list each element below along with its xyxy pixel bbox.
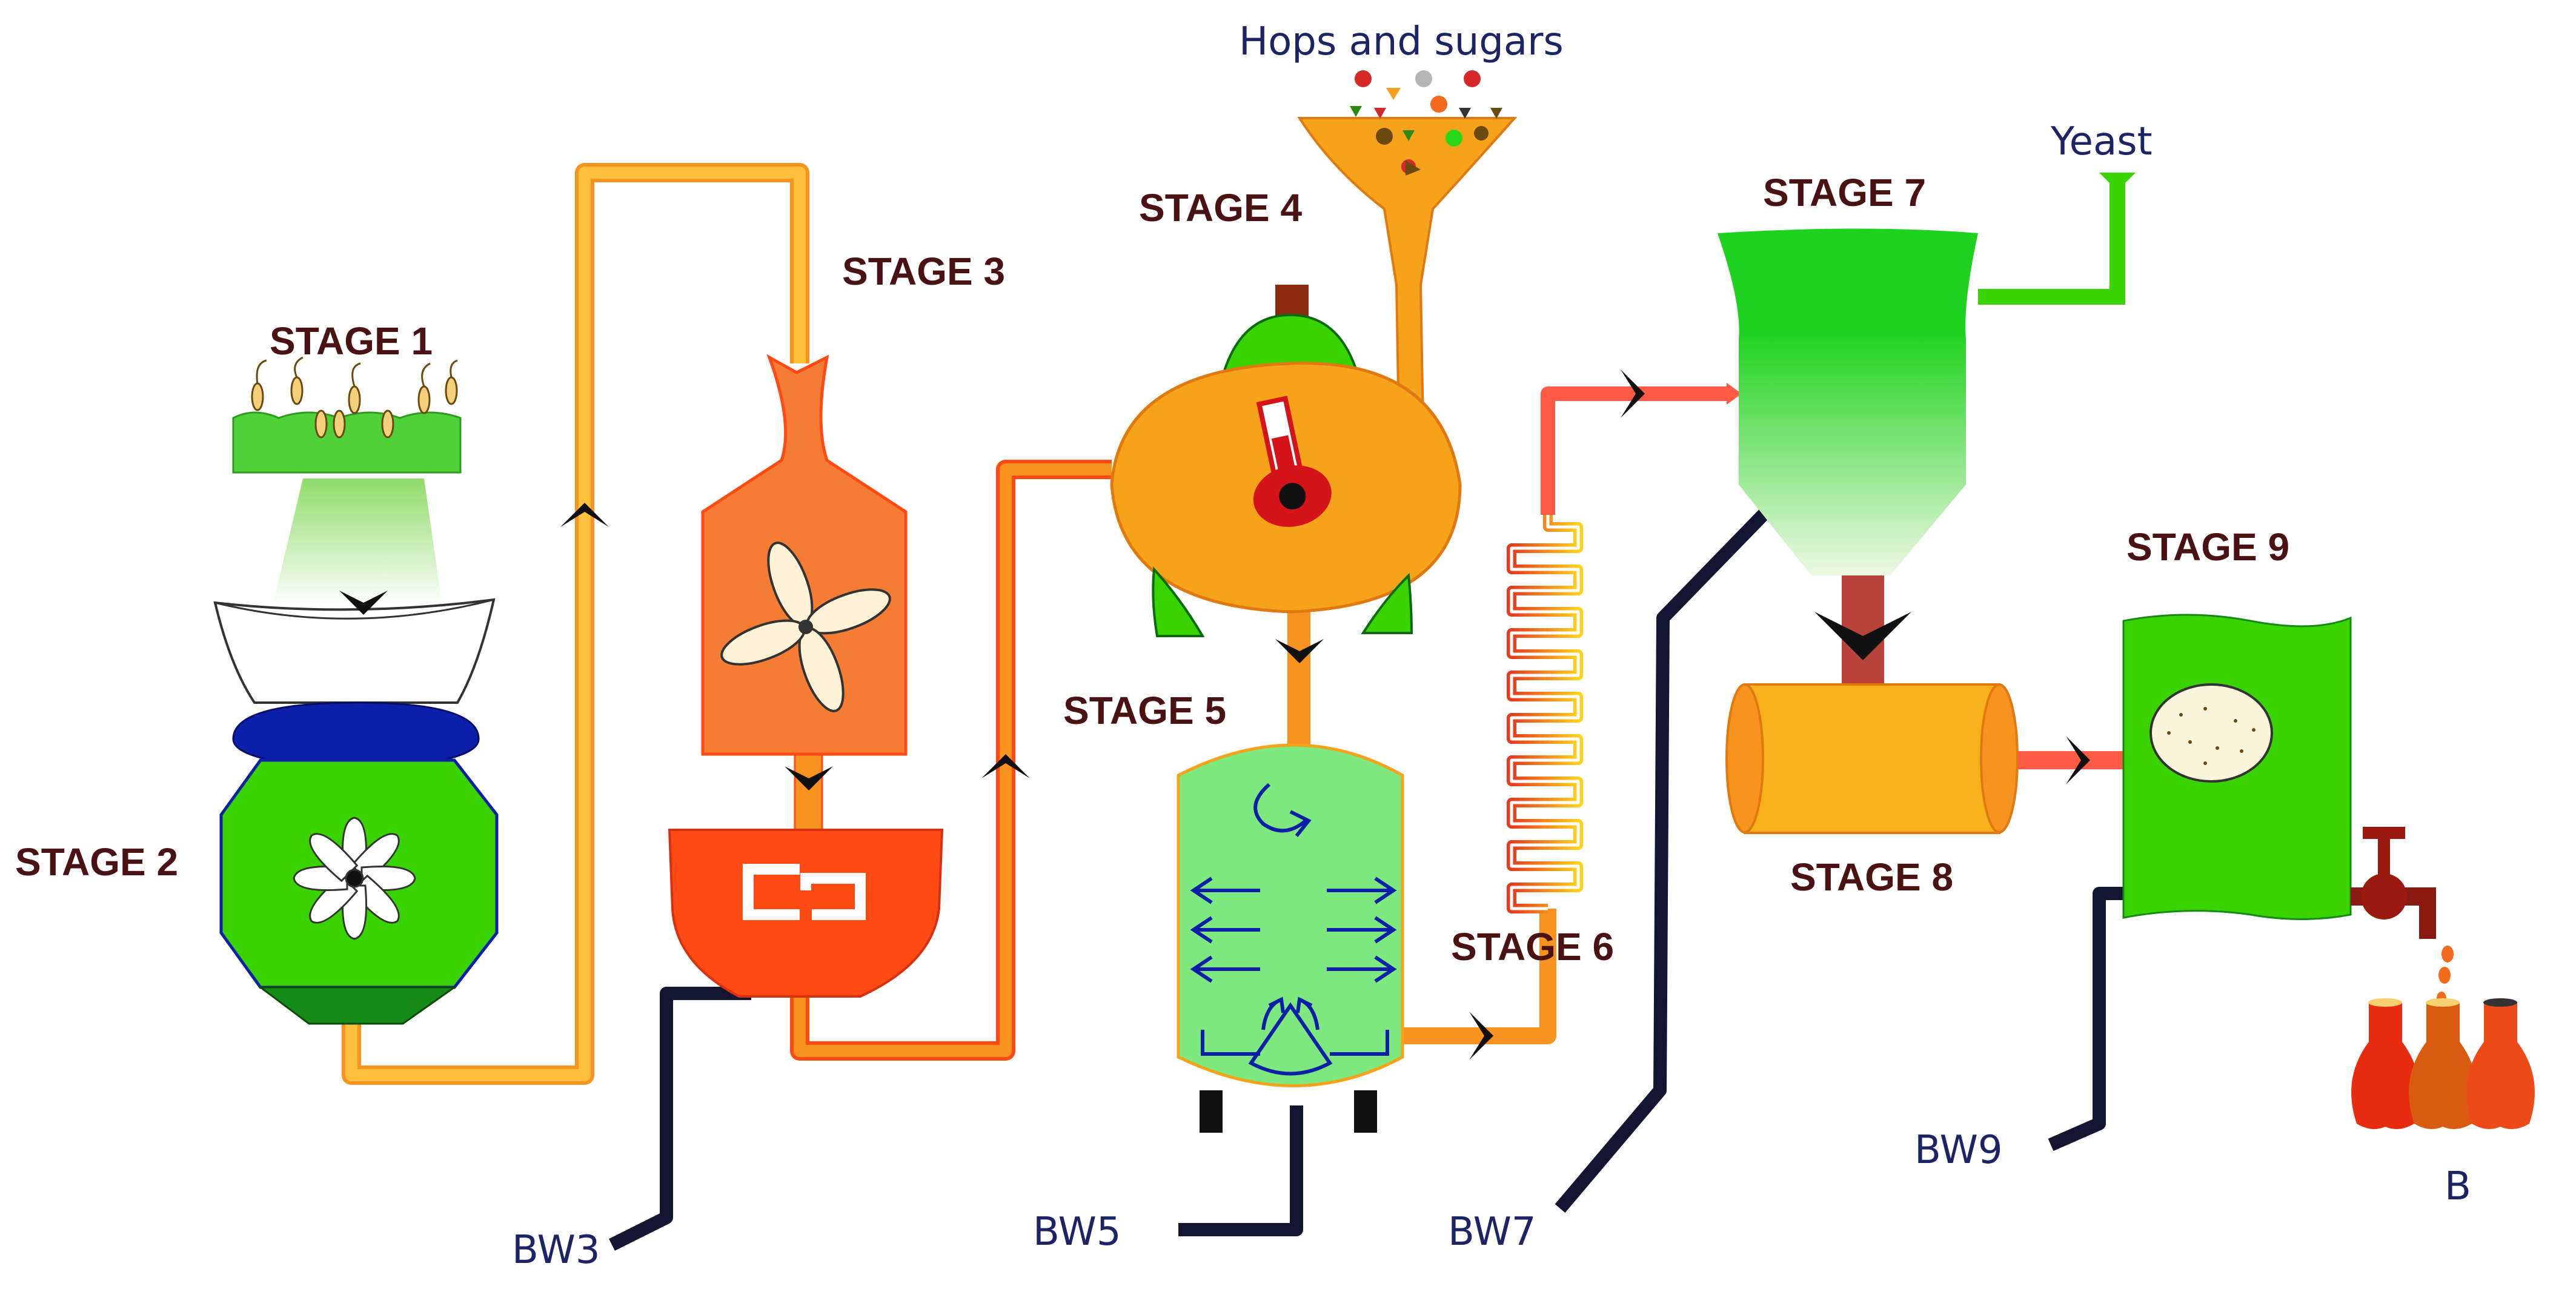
bottle-3 [2466,1002,2535,1129]
arrow-stage1-down [339,591,388,615]
bottle-2 [2409,1002,2477,1129]
stage5-flow-arrows [1190,783,1397,1076]
stage5-vessel [1177,743,1404,1087]
stage2-rotor-icon [293,817,416,940]
bottle-1 [2351,1002,2420,1129]
stage5-leg-right [1354,1090,1377,1133]
stage6-cooler-coil [1507,515,1583,913]
stage5-label: STAGE 5 [1063,689,1226,732]
pipe-stage3-down [794,750,823,837]
arrow-stage3-down [785,766,833,790]
stage2-hopper [213,598,496,704]
arrow-stage8-right [2066,736,2090,784]
drain-pipes [609,507,2133,1251]
stage4-foot-left [1152,566,1205,637]
drain-bw9 [2048,887,2133,1151]
stage8-label: STAGE 8 [1790,855,1953,899]
stage7-fermenter [1718,173,2136,691]
stage6-label: STAGE 6 [1451,925,1614,969]
stage9-filter-disc [2149,683,2273,783]
stage5-leg-left [1200,1090,1223,1133]
stage7-yeast-funnel [2099,173,2136,206]
stage-labels: STAGE 1 STAGE 2 STAGE 3 STAGE 4 STAGE 5 … [15,171,2289,969]
arrow-pipe-up-1 [560,503,609,527]
bw5-label: BW5 [1033,1210,1121,1254]
arrow-pipe-up-2 [981,754,1030,778]
stage9-label: STAGE 9 [2126,525,2289,569]
beer-bottles [2351,998,2535,1129]
drain-bw7 [1555,507,1771,1213]
stage9-filter [2122,614,2535,1129]
stage3-centrifuge-glyph [743,864,866,920]
stage8-maturation [1725,683,2019,834]
stage1-grass-bed [232,411,462,474]
pipe-stage5-to-stage6 [1403,909,1556,1044]
stage1-label: STAGE 1 [270,319,433,363]
bw3-label: BW3 [512,1228,600,1273]
stage4-dome [1222,313,1359,374]
yeast-label: Yeast [2050,119,2153,164]
tap-icon [2351,827,2436,939]
arrow-stage5-right [1469,1012,1493,1060]
stage4-mash-tun [1110,70,1518,637]
stage2-mill [213,598,499,1025]
stage7-yeast-pipe [1978,173,2125,305]
process-pipes [342,163,2126,1085]
stage2-label: STAGE 2 [15,840,178,884]
stage1-light-beam [273,479,442,606]
pipe-stage6-to-stage7 [1541,386,1730,515]
stage7-tank [1718,228,1978,575]
stage2-mill-spout [257,986,457,1025]
stage3-fan-icon [720,542,891,712]
bw7-label: BW7 [1448,1210,1536,1254]
stage5-whirlpool [1177,743,1404,1133]
arrow-stage6-right [1621,369,1645,418]
hops-label: Hops and sugars [1239,19,1564,64]
stage4-label: STAGE 4 [1139,186,1303,230]
flow-arrowheads [339,369,2090,1060]
beer-drops [2437,946,2454,1005]
pipe-stage8-to-stage9 [2014,751,2126,769]
bw9-label: BW9 [1914,1128,2003,1173]
stage3-kiln-body [701,354,908,756]
thermometer-icon [1253,396,1332,527]
hops-and-sugars-particles [1350,70,1502,176]
io-labels: Hops and sugars Yeast BW3 BW5 BW7 BW9 B [512,19,2471,1273]
stage4-foot-right [1361,572,1413,634]
stage4-valve-cap [1275,285,1309,318]
stage3-kiln [668,354,944,998]
stage3-label: STAGE 3 [842,250,1005,293]
stage1-germination [232,356,462,606]
pipe-stage4-to-stage5 [1287,612,1310,754]
stage6-coil [1507,515,1583,913]
arrow-stage4-down [1275,639,1324,663]
stage7-label: STAGE 7 [1763,171,1926,214]
stage8-cylinder [1744,683,2000,834]
stage3-centrifuge [668,829,944,998]
drain-bw5 [1178,1105,1303,1236]
drain-bw3 [609,987,751,1251]
beer-label: B [2445,1164,2471,1209]
arrow-stage7-down [1814,612,1911,660]
